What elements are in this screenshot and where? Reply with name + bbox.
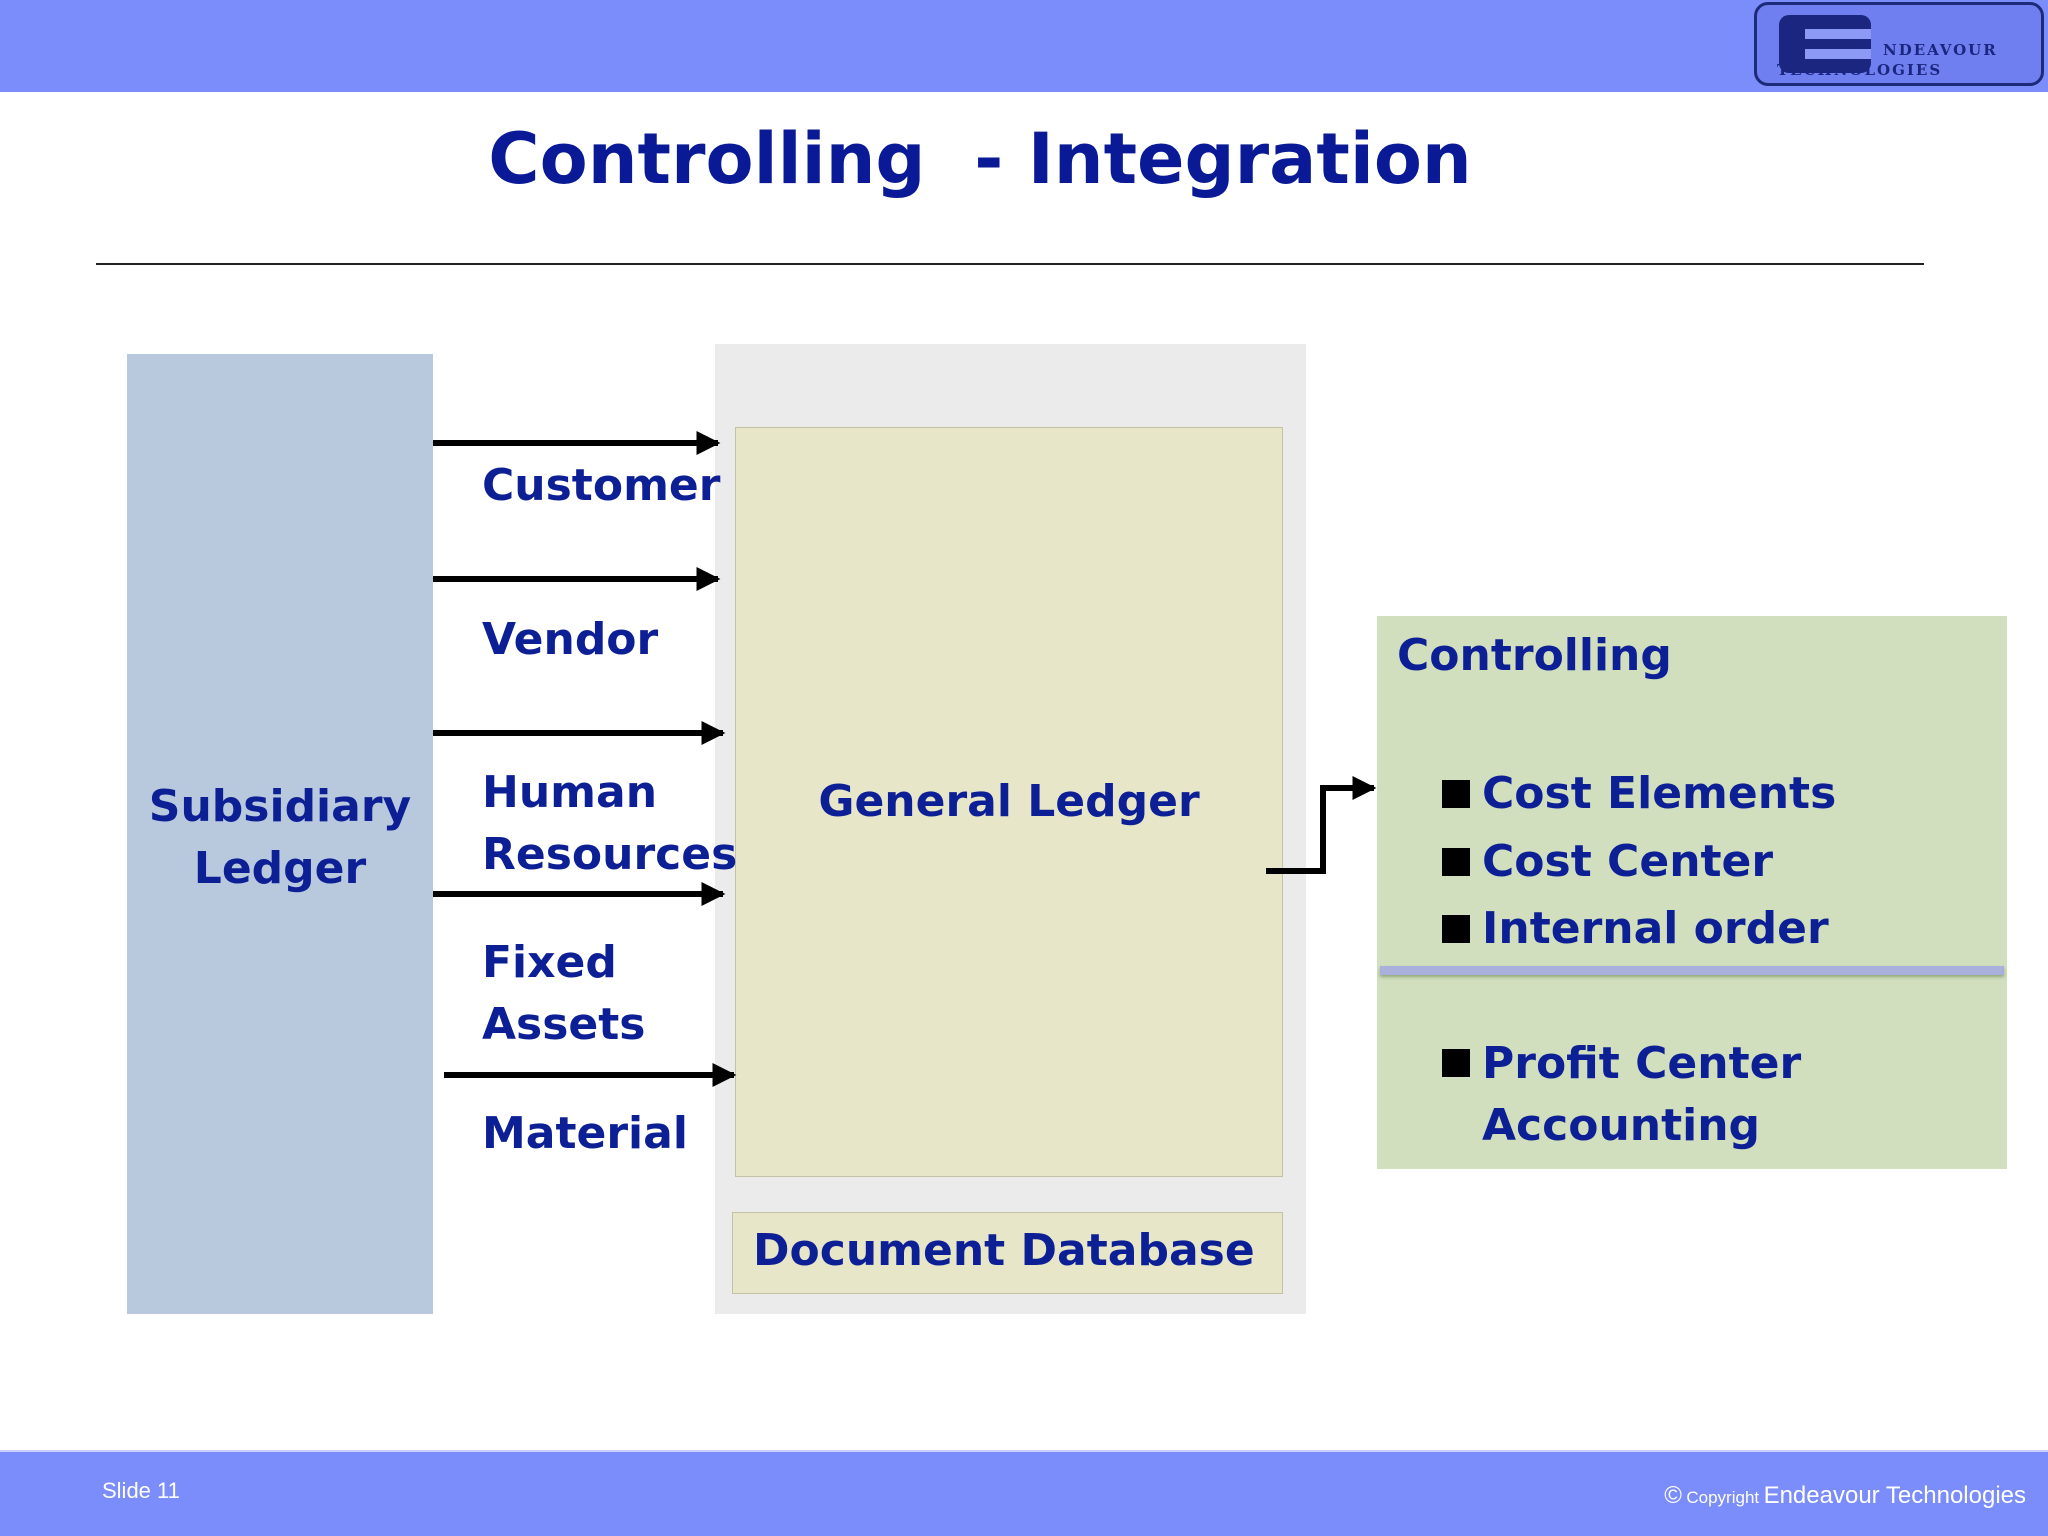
general-ledger-label: General Ledger [818,776,1200,827]
copyright-symbol: © [1664,1482,1682,1509]
slide-title: Controlling - Integration [488,118,1472,200]
header-bar [0,0,2048,92]
document-database-label: Document Database [753,1225,1255,1276]
logo-text-bottom: TECHNOLOGIES [1777,61,1943,79]
flow-label-fixed-assets: Fixed Assets [482,937,646,1050]
company-name: Endeavour Technologies [1763,1482,2026,1509]
document-database-box [732,1212,1283,1294]
logo-text-top: NDEAVOUR [1883,41,1998,59]
logo-e-icon [1779,15,1871,73]
arrow-gl-to-controlling [1266,776,1377,874]
controlling-item-cost-elements: Cost Elements [1482,768,1837,819]
subsidiary-ledger-label: Subsidiary Ledger [127,776,433,900]
flow-label-vendor: Vendor [482,614,659,665]
controlling-box [1377,616,2007,1169]
controlling-item-profit-center: Profit Center Accounting [1482,1038,1802,1151]
controlling-divider [1380,966,2004,975]
slide-number: Slide 11 [102,1478,180,1503]
company-logo: NDEAVOUR TECHNOLOGIES [1754,2,2044,86]
copyright-notice: © Copyright Endeavour Technologies [1664,1482,2026,1510]
bullet-icon [1442,1049,1470,1077]
flow-label-human-resources: Human Resources [482,767,738,880]
flow-label-material: Material [482,1108,688,1159]
bullet-icon [1442,780,1470,808]
subsidiary-ledger-line2: Ledger [193,843,367,894]
title-divider [96,263,1924,265]
controlling-item-cost-center: Cost Center [1482,836,1774,887]
subsidiary-ledger-line1: Subsidiary [148,781,412,832]
bullet-icon [1442,915,1470,943]
general-ledger-box [735,427,1283,1177]
subsidiary-ledger-box [127,354,433,1314]
controlling-title: Controlling [1397,630,1672,681]
flow-label-customer: Customer [482,460,721,511]
controlling-item-internal-order: Internal order [1482,903,1829,954]
footer-bar [0,1450,2048,1536]
bullet-icon [1442,848,1470,876]
copyright-word: Copyright [1686,1488,1760,1507]
